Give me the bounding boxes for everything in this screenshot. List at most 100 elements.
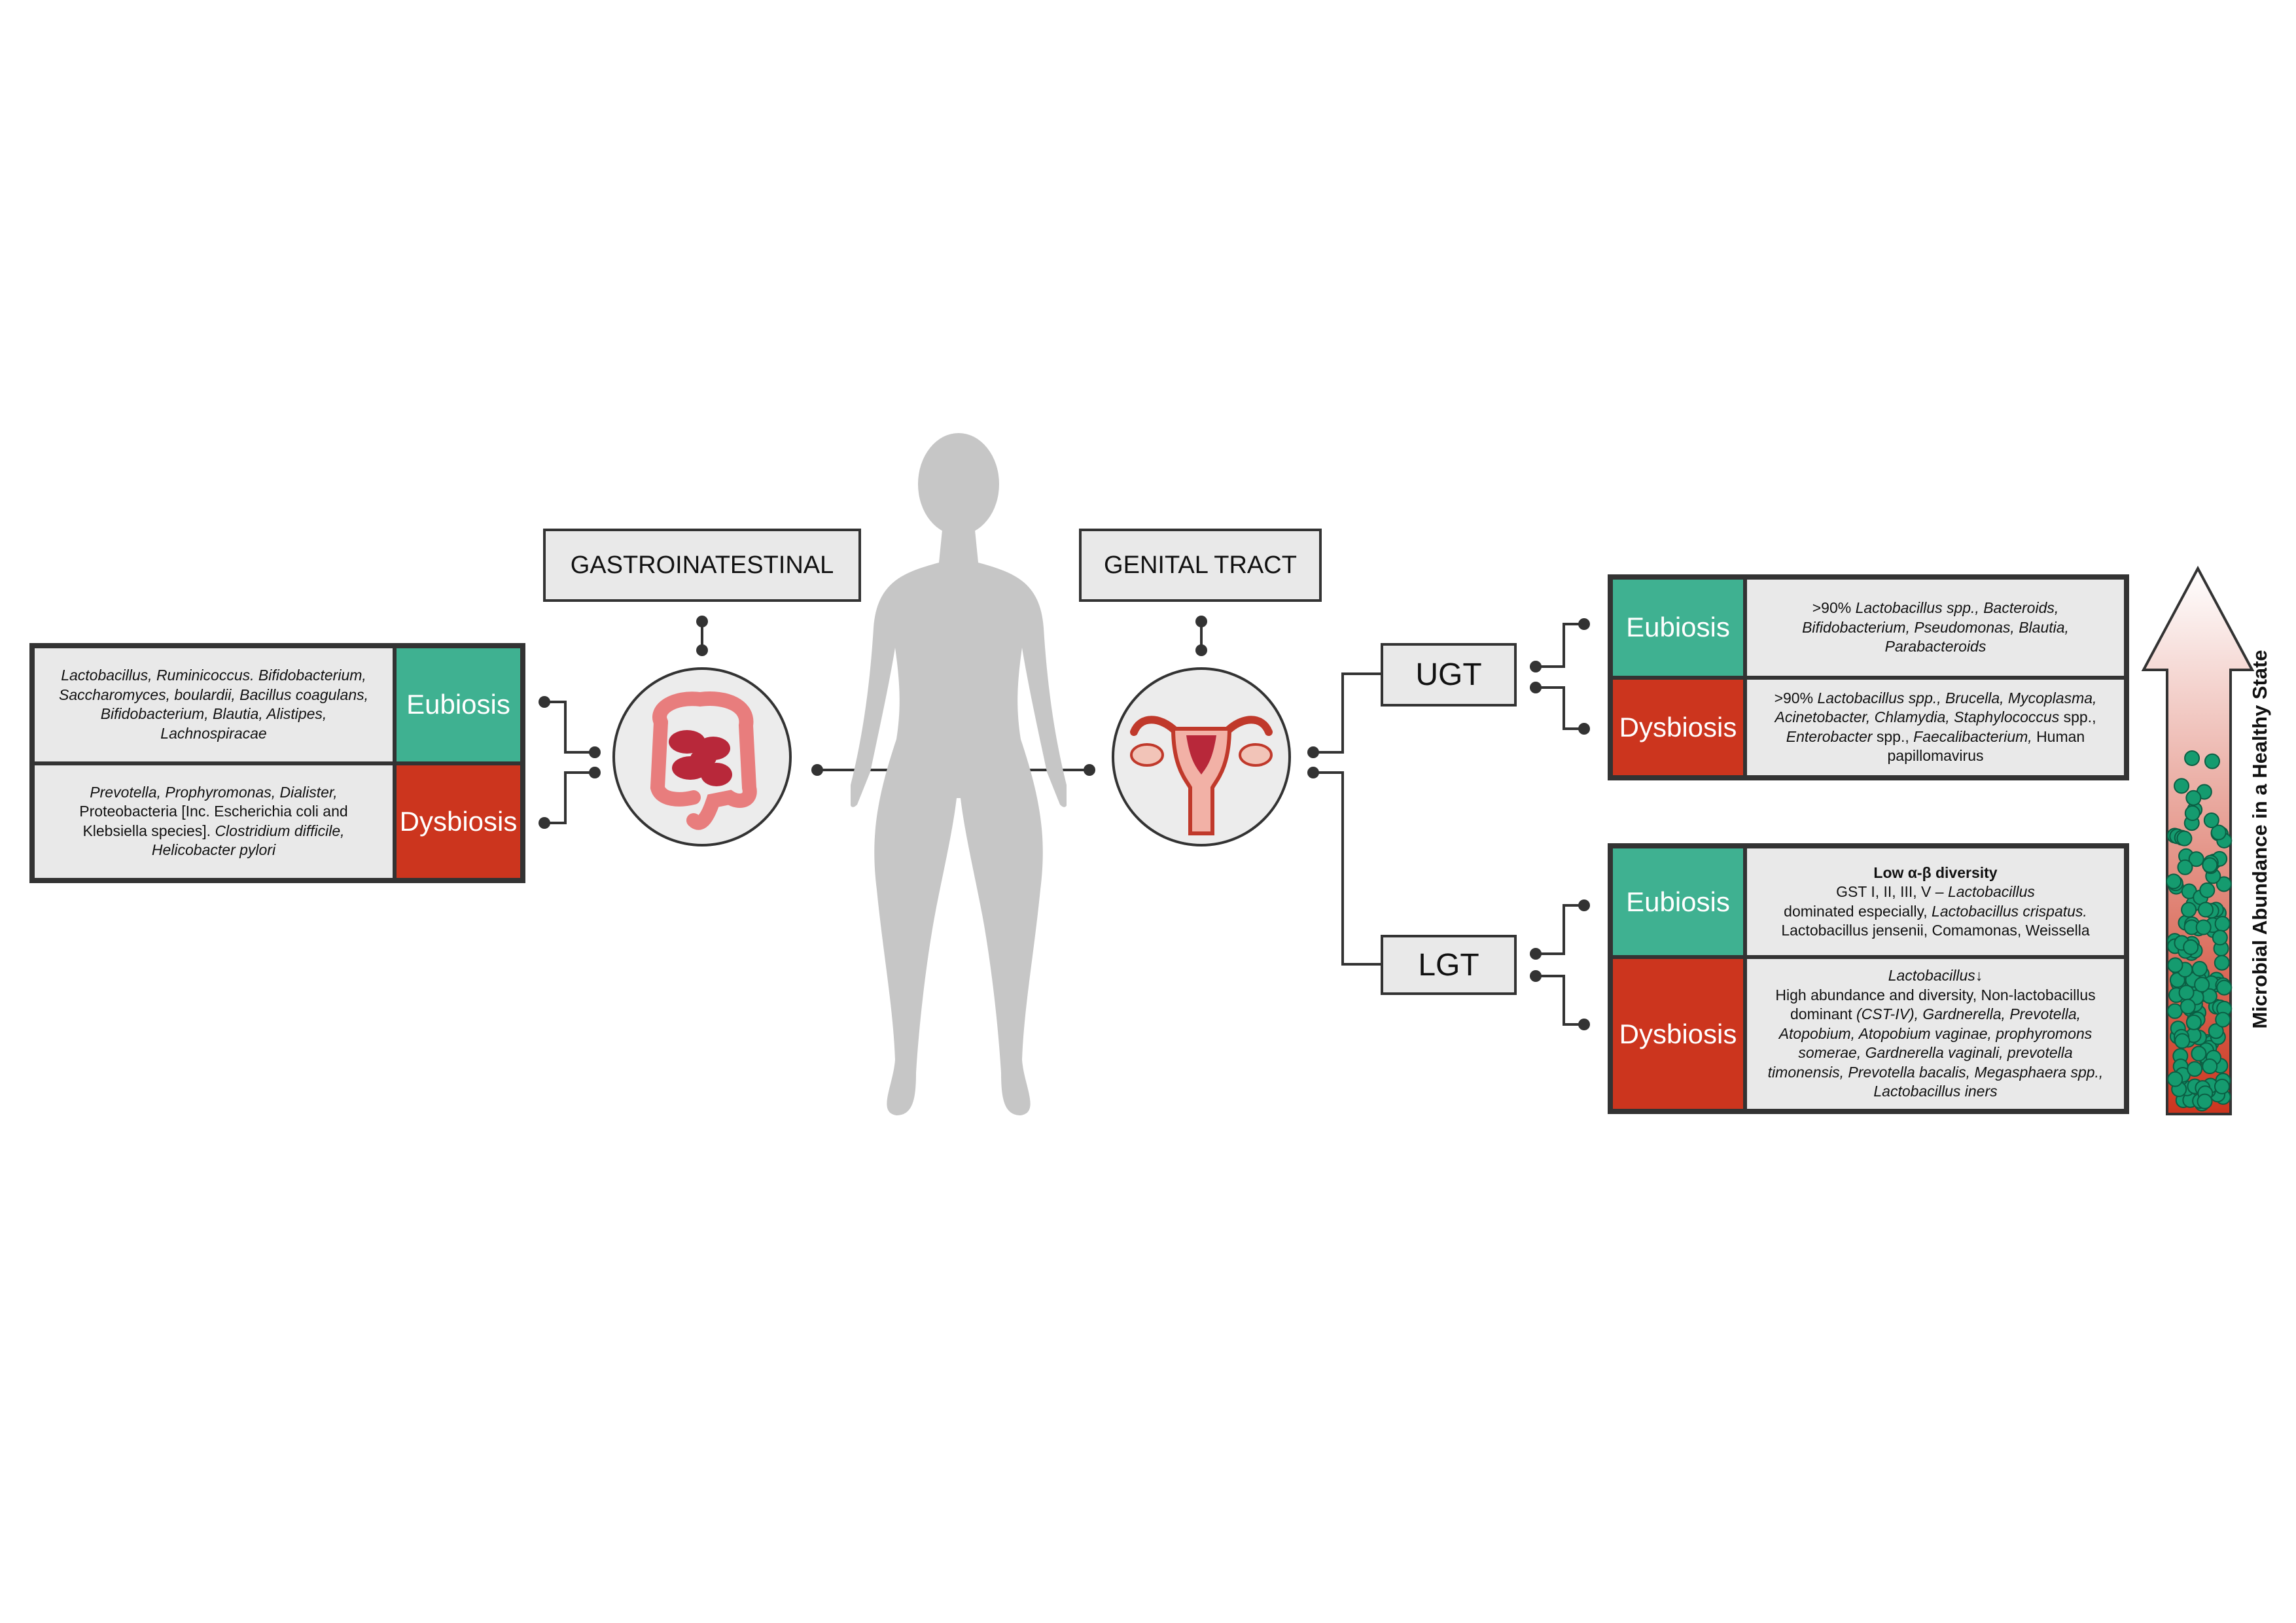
- taxa-line: dominant (CST-IV), Gardnerella, Prevotel…: [1790, 1005, 2081, 1024]
- bacteria-dot: [2169, 972, 2185, 988]
- taxa-text: >90%: [1812, 599, 1852, 617]
- taxa-line: timonensis, Prevotella bacalis, Megaspha…: [1767, 1063, 2104, 1081]
- intestine-circle: [612, 667, 792, 846]
- abundance-label: Microbial Abundance in a Healthy State: [2248, 650, 2271, 1029]
- taxa-line: Lachnospiracae: [160, 724, 267, 742]
- intestine-icon: [650, 691, 757, 830]
- bacteria-dot: [2167, 957, 2183, 973]
- taxa-text: GST I, II, III, V –: [1836, 883, 1944, 901]
- taxa-text: Lactobacillus crispatus.: [1932, 902, 2087, 920]
- bacteria-dot: [2202, 1058, 2218, 1075]
- taxa-text: Lactobacillus spp., Bacteroids,: [1855, 599, 2059, 617]
- bacteria-dot: [2177, 859, 2193, 875]
- bacteria-dot: [2184, 805, 2200, 822]
- taxa-line: Bifidobacterium, Pseudomonas, Blautia,: [1802, 618, 2069, 636]
- female-silhouette: [851, 433, 1067, 1115]
- taxa-text: spp.,: [1876, 727, 1909, 745]
- bacteria-dot: [2166, 873, 2182, 890]
- taxa-line: High abundance and diversity, Non-lactob…: [1775, 986, 2096, 1003]
- ugt-eubiosis-taxa: >90% Lactobacillus spp., Bacteroids, Bif…: [1745, 578, 2126, 678]
- diversity-heading: Low α-β diversity: [1873, 864, 1998, 881]
- ugt-label: UGT: [1381, 643, 1517, 707]
- bacteria-dot: [2185, 790, 2202, 806]
- bacteria-dot: [2204, 753, 2220, 769]
- taxa-line: somerae, Gardnerella vaginali, prevotell…: [1798, 1044, 2073, 1062]
- bacteria-dot: [2214, 954, 2230, 971]
- bacteria-dot: [2191, 1045, 2207, 1062]
- bacteria-dot: [2216, 979, 2233, 996]
- taxa-text: Klebsiella species].: [82, 822, 211, 839]
- ugt-table: Eubiosis >90% Lactobacillus spp., Bacter…: [1608, 574, 2129, 780]
- taxa-line: Helicobacter pylori: [151, 841, 276, 859]
- bacteria-dot: [2214, 916, 2231, 932]
- taxa-line: dominated especially, Lactobacillus cris…: [1784, 902, 2087, 921]
- bacteria-dot: [2180, 998, 2196, 1015]
- taxa-line: Lactobacillus, Ruminicoccus. Bifidobacte…: [61, 667, 366, 684]
- bacteria-dot: [2215, 1011, 2231, 1028]
- taxa-line: Lactobacillus iners: [1873, 1083, 1998, 1100]
- taxa-line: GST I, II, III, V – Lactobacillus: [1836, 882, 2035, 901]
- bacteria-dot: [2183, 939, 2199, 955]
- taxa-line: Lactobacillus↓: [1888, 966, 1983, 985]
- uterus-icon: [1130, 716, 1273, 835]
- ugt-dysbiosis-taxa: >90% Lactobacillus spp., Brucella, Mycop…: [1745, 677, 2126, 777]
- uterus-circle: [1112, 667, 1291, 846]
- taxa-line: Atopobium, Atopobium vaginae, prophyromo…: [1778, 1024, 2093, 1042]
- bacteria-dot: [2174, 1033, 2191, 1049]
- gi-eubiosis-label: Eubiosis: [395, 646, 522, 763]
- lgt-eubiosis-label: Eubiosis: [1611, 846, 1745, 957]
- lgt-eubiosis-taxa: Low α-β diversity GST I, II, III, V – La…: [1745, 846, 2126, 957]
- taxa-line: Enterobacter spp., Faecalibacterium, Hum…: [1786, 727, 2085, 746]
- bacteria-dot: [2195, 919, 2212, 935]
- taxa-text: Clostridium difficile,: [215, 822, 345, 839]
- taxa-text: Faecalibacterium,: [1913, 727, 2032, 745]
- taxa-text: Enterobacter: [1786, 727, 1873, 745]
- taxa-line: Proteobacteria [Inc. Escherichia coli an…: [79, 803, 348, 820]
- bacteria-dot: [2202, 857, 2218, 873]
- taxa-line: Klebsiella species]. Clostridium diffici…: [82, 822, 344, 841]
- lgt-label: LGT: [1381, 935, 1517, 995]
- bacteria-dot: [2210, 824, 2227, 841]
- lgt-dysbiosis-label: Dysbiosis: [1611, 957, 1745, 1111]
- bacteria-dot: [2187, 1061, 2203, 1077]
- bacteria-dot: [2191, 960, 2208, 977]
- bacteria-dot: [2212, 930, 2228, 946]
- gastrointestinal-label: GASTROINATESTINAL: [543, 529, 861, 602]
- taxa-text: >90%: [1774, 689, 1814, 707]
- bacteria-dot: [2174, 778, 2190, 794]
- gi-table: Lactobacillus, Ruminicoccus. Bifidobacte…: [29, 643, 525, 883]
- bacteria-dot: [2176, 830, 2193, 846]
- bacteria-dot: [2178, 985, 2195, 1001]
- taxa-line: Lactobacillus jensenii, Comamonas, Weiss…: [1781, 921, 2090, 939]
- bacteria-dot: [2188, 851, 2204, 867]
- bacteria-dot: [2167, 1071, 2183, 1087]
- taxa-line: >90% Lactobacillus spp., Bacteroids,: [1812, 599, 2059, 618]
- taxa-text: Human: [2036, 727, 2085, 745]
- taxa-text: dominated especially,: [1784, 902, 1928, 920]
- lgt-table: Eubiosis Low α-β diversity GST I, II, II…: [1608, 843, 2129, 1114]
- bacteria-dot: [2197, 901, 2214, 918]
- bacteria-dot: [2166, 1003, 2183, 1019]
- genital-tract-label: GENITAL TRACT: [1079, 529, 1322, 602]
- taxa-text: Lactobacillus: [1888, 967, 1975, 985]
- taxa-text: Acinetobacter, Chlamydia, Staphylococcus: [1775, 708, 2060, 726]
- taxa-line: Parabacteroids: [1884, 637, 1987, 655]
- bacteria-dot: [2181, 901, 2197, 918]
- down-arrow-icon: ↓: [1975, 967, 1983, 985]
- gi-dysbiosis-label: Dysbiosis: [395, 763, 522, 880]
- taxa-text: (CST-IV), Gardnerella, Prevotella,: [1856, 1005, 2081, 1023]
- bacteria-dot: [2214, 1078, 2230, 1094]
- ugt-eubiosis-label: Eubiosis: [1611, 578, 1745, 678]
- gi-dysbiosis-taxa: Prevotella, Prophyromonas, Dialister, Pr…: [33, 763, 395, 880]
- taxa-text: spp.,: [2063, 708, 2096, 726]
- bacteria-dot: [2216, 876, 2232, 892]
- bacteria-dot: [2185, 1014, 2202, 1030]
- bacteria-dot: [2203, 812, 2219, 828]
- ugt-dysbiosis-label: Dysbiosis: [1611, 677, 1745, 777]
- bacteria-dot: [2208, 1023, 2224, 1039]
- taxa-line: Acinetobacter, Chlamydia, Staphylococcus…: [1775, 708, 2096, 727]
- taxa-line: Prevotella, Prophyromonas, Dialister,: [90, 783, 338, 801]
- taxa-text: Lactobacillus: [1947, 883, 2035, 901]
- taxa-text: Lactobacillus spp., Brucella, Mycoplasma…: [1817, 689, 2097, 707]
